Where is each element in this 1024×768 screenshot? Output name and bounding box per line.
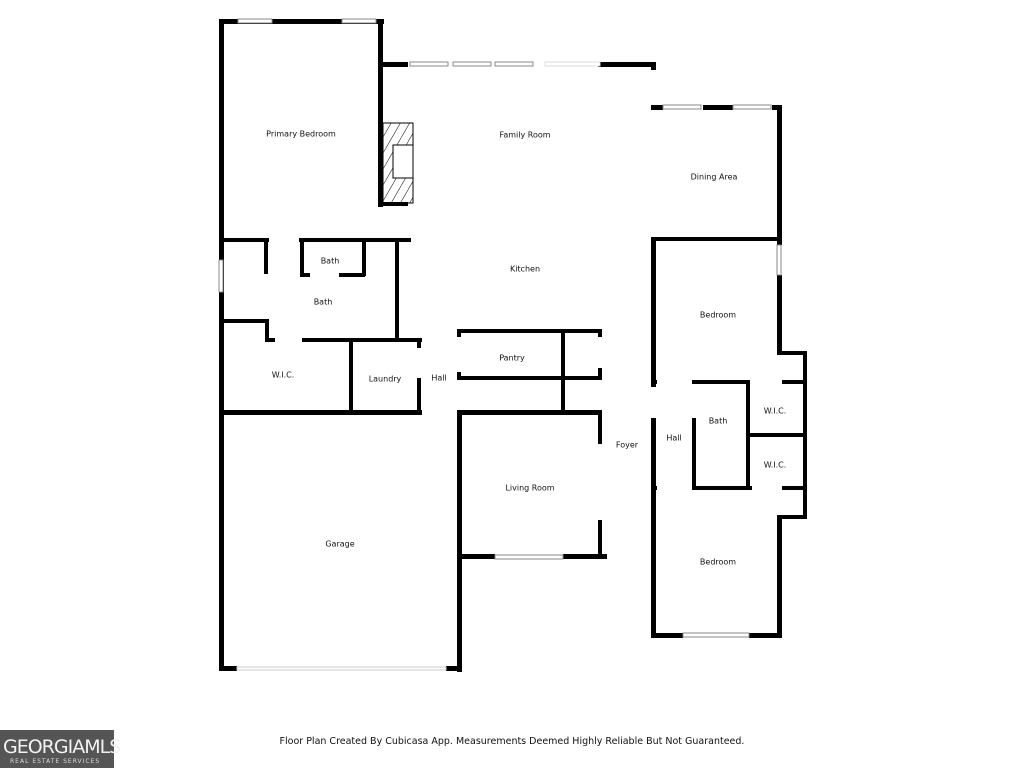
room-label-primary-bedroom: Primary Bedroom [266, 130, 336, 139]
room-label-bath-small: Bath [321, 257, 340, 266]
room-label-bedroom-lower: Bedroom [700, 558, 736, 567]
room-label-hall-center: Hall [431, 374, 446, 383]
room-label-wic-right-1: W.I.C. [764, 407, 787, 416]
room-label-dining-area: Dining Area [691, 173, 738, 182]
room-label-family-room: Family Room [499, 131, 550, 140]
room-label-wic-right-2: W.I.C. [764, 461, 787, 470]
room-label-kitchen: Kitchen [510, 265, 540, 274]
room-labels: Primary Bedroom Family Room Dining Area … [266, 130, 786, 567]
room-label-laundry: Laundry [369, 375, 402, 384]
footer-disclaimer: Floor Plan Created By Cubicasa App. Meas… [279, 736, 745, 747]
room-label-living-room: Living Room [505, 484, 554, 493]
room-label-wic-primary: W.I.C. [272, 371, 295, 380]
georgia-mls-logo: GEORGIAMLS REAL ESTATE SERVICES [0, 730, 121, 768]
room-label-hall-right: Hall [666, 434, 681, 443]
logo-sub-text: REAL ESTATE SERVICES [10, 758, 101, 765]
room-label-pantry: Pantry [499, 354, 525, 363]
fireplace-icon [382, 122, 414, 204]
room-label-foyer: Foyer [616, 441, 639, 450]
windows [218, 18, 782, 671]
room-label-garage: Garage [325, 540, 354, 549]
room-label-bedroom-upper: Bedroom [700, 311, 736, 320]
room-label-bath-right: Bath [709, 417, 728, 426]
walls [219, 19, 807, 672]
room-label-bath-main: Bath [314, 298, 333, 307]
logo-main-text: GEORGIAMLS [3, 736, 121, 758]
